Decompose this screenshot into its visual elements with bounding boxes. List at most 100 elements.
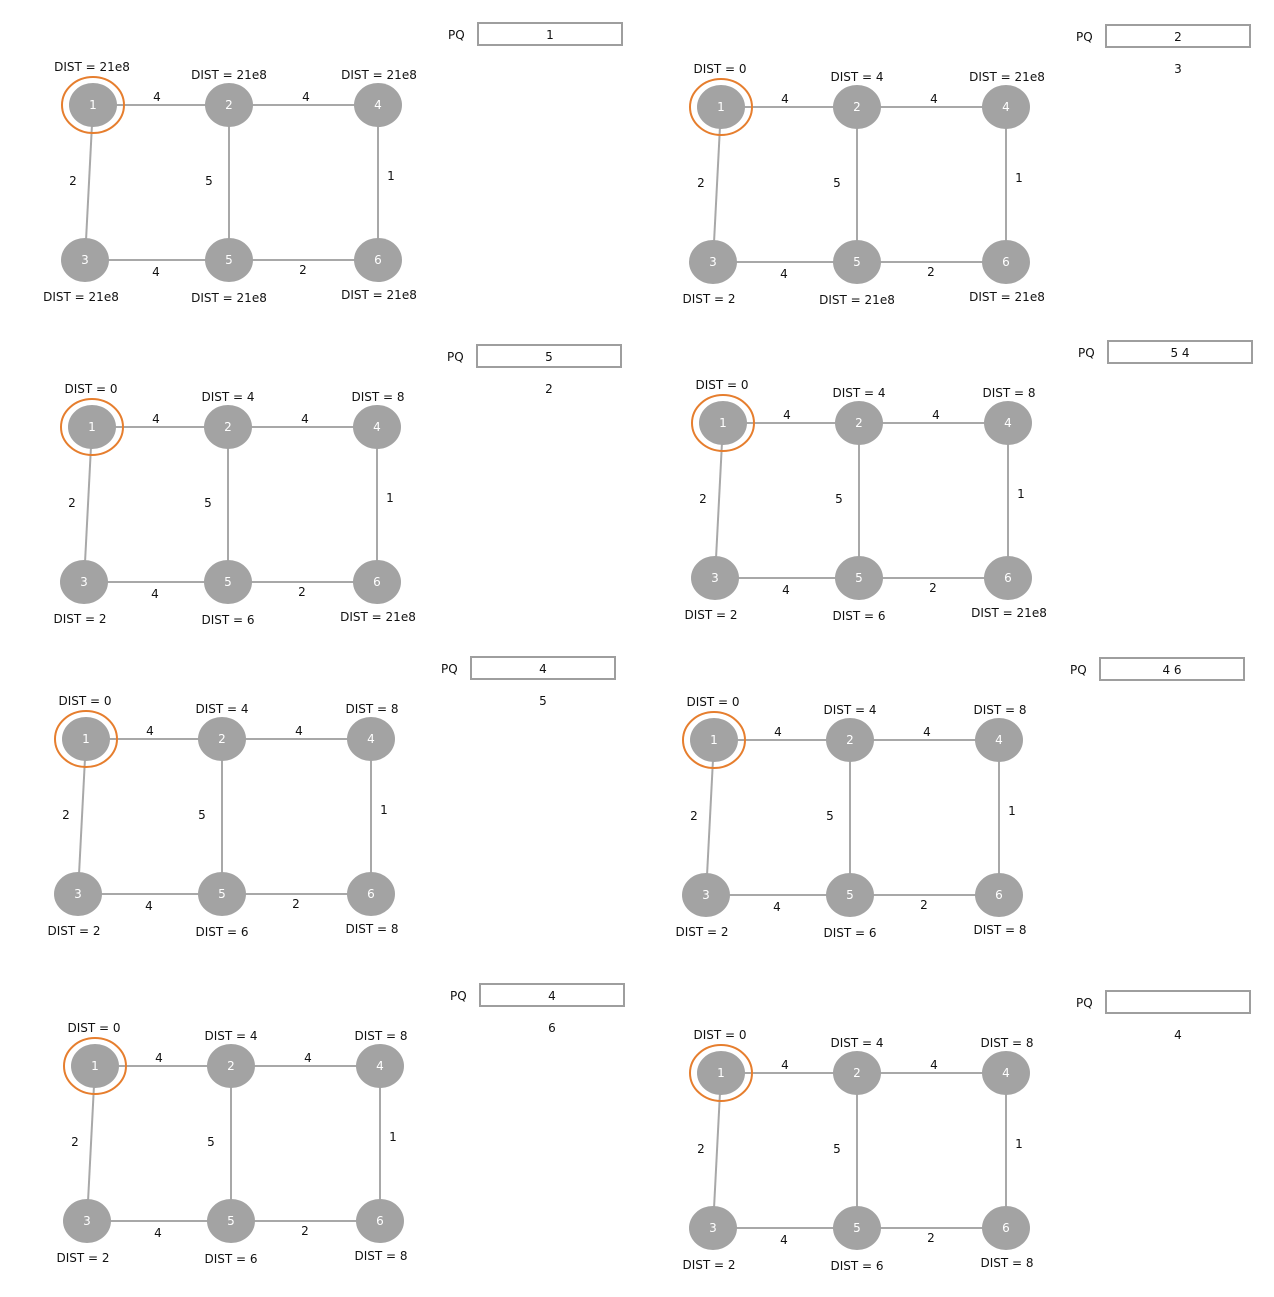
node-label: 4: [1002, 1066, 1010, 1080]
node-label: 1: [710, 733, 718, 747]
graph-node-4: [984, 401, 1032, 445]
dist-label-node-2: DIST = 4: [201, 390, 254, 404]
start-node-ring: [54, 710, 118, 768]
graph-node-4: [982, 1051, 1030, 1095]
node-label: 5: [218, 887, 226, 901]
edge-weight-label: 4: [145, 899, 153, 913]
graph-node-6: [354, 238, 402, 282]
node-label: 3: [83, 1214, 91, 1228]
graph-node-5: [204, 560, 252, 604]
edge-weight-label: 4: [146, 724, 154, 738]
node-label: 2: [855, 416, 863, 430]
graph-node-4: [347, 717, 395, 761]
priority-queue-contents: 2: [1174, 30, 1182, 44]
edge-weight-label: 2: [299, 263, 307, 277]
node-label: 3: [80, 575, 88, 589]
pq-label: PQ: [448, 28, 465, 42]
edge-weight-label: 1: [387, 169, 395, 183]
node-label: 6: [1002, 255, 1010, 269]
node-label: 1: [717, 100, 725, 114]
graph-node-3: [682, 873, 730, 917]
priority-queue-box: [1105, 24, 1251, 48]
edge-weight-label: 4: [152, 265, 160, 279]
graph-node-6: [975, 873, 1023, 917]
node-label: 5: [227, 1214, 235, 1228]
start-node-ring: [682, 711, 746, 769]
node-label: 1: [88, 420, 96, 434]
edge-weight-label: 5: [205, 174, 213, 188]
edge-weight-label: 2: [927, 265, 935, 279]
edge-weight-label: 4: [154, 1226, 162, 1240]
dist-label-node-1: DIST = 0: [64, 382, 117, 396]
graph-node-6: [982, 1206, 1030, 1250]
edge-weight-label: 1: [1015, 1137, 1023, 1151]
dist-label-node-5: DIST = 6: [830, 1259, 883, 1273]
edge-1-3: [712, 1072, 722, 1229]
dist-label-node-6: DIST = 21e8: [969, 290, 1045, 304]
edge-weight-label: 4: [152, 412, 160, 426]
edge-1-3: [86, 1065, 96, 1222]
graph-node-2: [198, 717, 246, 761]
node-label: 1: [91, 1059, 99, 1073]
edge-weight-label: 2: [690, 809, 698, 823]
popped-node-label: 2: [545, 382, 553, 396]
dist-label-node-2: DIST = 4: [823, 703, 876, 717]
graph-node-5: [833, 240, 881, 284]
start-node-ring: [689, 1044, 753, 1102]
graph-node-1: [69, 83, 117, 127]
graph-node-3: [63, 1199, 111, 1243]
graph-node-1: [697, 1051, 745, 1095]
edge-weight-label: 2: [62, 808, 70, 822]
edge-weight-label: 5: [204, 496, 212, 510]
node-label: 4: [373, 420, 381, 434]
edge-weight-label: 2: [301, 1224, 309, 1238]
graph-node-2: [833, 85, 881, 129]
dist-label-node-2: DIST = 4: [830, 70, 883, 84]
dist-label-node-3: DIST = 2: [53, 612, 106, 626]
node-label: 1: [719, 416, 727, 430]
edge-1-3: [712, 106, 722, 263]
node-label: 5: [855, 571, 863, 585]
graph-node-1: [699, 401, 747, 445]
priority-queue-box: [479, 983, 625, 1007]
node-label: 6: [374, 253, 382, 267]
dist-label-node-5: DIST = 6: [195, 925, 248, 939]
edge-weight-label: 2: [929, 581, 937, 595]
popped-node-label: 3: [1174, 62, 1182, 76]
start-node-ring: [63, 1037, 127, 1095]
dist-label-node-6: DIST = 8: [345, 922, 398, 936]
graph-node-5: [833, 1206, 881, 1250]
node-label: 6: [367, 887, 375, 901]
edge-weight-label: 2: [69, 174, 77, 188]
edge-weight-label: 4: [780, 267, 788, 281]
priority-queue-contents: 1: [546, 28, 554, 42]
edge-weight-label: 5: [833, 176, 841, 190]
start-node-ring: [689, 78, 753, 136]
node-label: 5: [224, 575, 232, 589]
start-node-ring: [691, 394, 755, 452]
dist-label-node-4: DIST = 8: [351, 390, 404, 404]
graph-node-4: [356, 1044, 404, 1088]
dist-label-node-6: DIST = 8: [980, 1256, 1033, 1270]
graph-node-4: [982, 85, 1030, 129]
node-label: 6: [995, 888, 1003, 902]
popped-node-label: 4: [1174, 1028, 1182, 1042]
node-label: 3: [711, 571, 719, 585]
node-label: 6: [376, 1214, 384, 1228]
dist-label-node-1: DIST = 0: [693, 62, 746, 76]
graph-node-2: [826, 718, 874, 762]
edge-weight-label: 4: [781, 1058, 789, 1072]
edge-1-3: [714, 422, 724, 579]
graph-node-5: [207, 1199, 255, 1243]
edge-weight-label: 1: [1017, 487, 1025, 501]
dist-label-node-3: DIST = 2: [682, 1258, 735, 1272]
graph-node-6: [356, 1199, 404, 1243]
node-label: 4: [1004, 416, 1012, 430]
graph-node-3: [691, 556, 739, 600]
dist-label-node-2: DIST = 21e8: [191, 68, 267, 82]
